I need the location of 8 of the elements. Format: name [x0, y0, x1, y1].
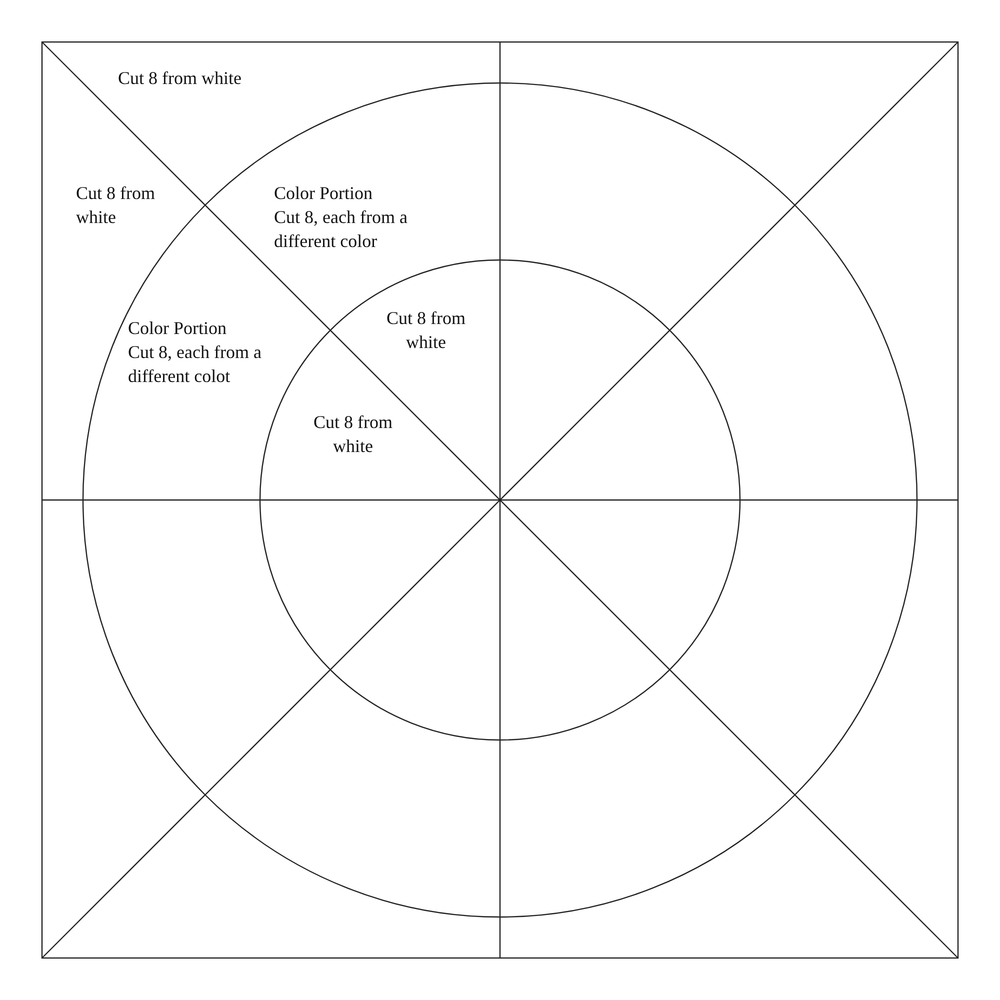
cutting-instruction: Cut 8 from white [76, 182, 156, 229]
cutting-instruction: Cut 8, each from a different color [274, 206, 408, 253]
cutting-instruction: Cut 8, each from a different colot [128, 341, 262, 388]
cutting-instruction: Cut 8 from white [386, 307, 466, 354]
cutting-instruction: Color Portion [128, 317, 228, 340]
cutting-instruction: Color Portion [274, 182, 374, 205]
cutting-instruction: Cut 8 from white [118, 67, 242, 90]
cutting-instruction: Cut 8 from white [312, 411, 394, 458]
